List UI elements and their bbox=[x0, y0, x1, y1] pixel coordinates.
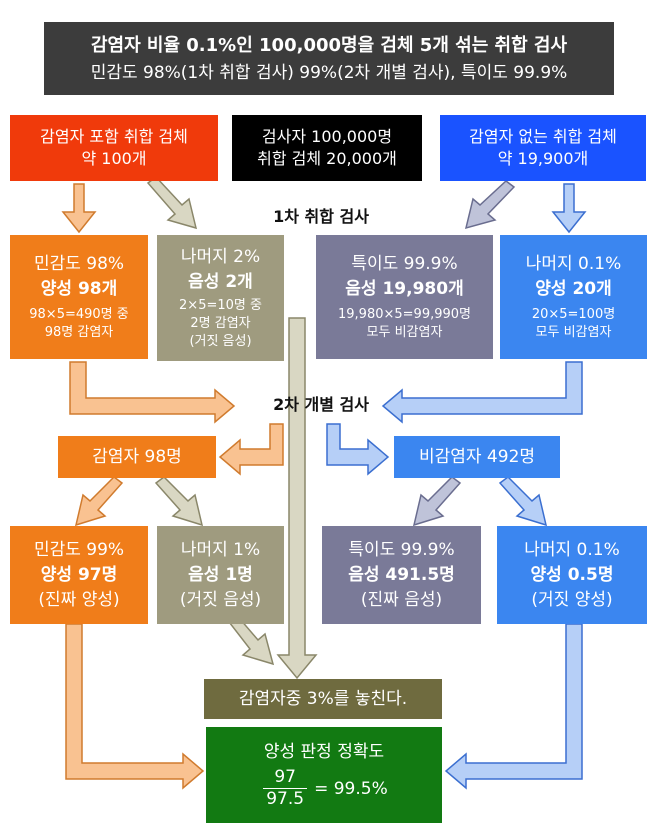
stage1-rest01-box: 나머지 0.1% 양성 20개 20×5=100명 모두 비감염자 bbox=[500, 235, 647, 359]
total-box: 검사자 100,000명 취합 검체 20,000개 bbox=[232, 115, 422, 181]
title-box: 감염자 비율 0.1%인 100,000명을 검체 5개 섞는 취합 검사 민감… bbox=[44, 22, 614, 95]
accuracy-numerator: 97 bbox=[274, 767, 296, 787]
accuracy-denominator: 97.5 bbox=[266, 789, 305, 809]
stage1-rest01-line2: 양성 20개 bbox=[535, 279, 612, 299]
stage1-spec-line3: 19,980×5=99,990명 bbox=[338, 307, 471, 322]
arrow-infected-to-rest1 bbox=[154, 476, 204, 527]
stage1-sens-box: 민감도 98% 양성 98개 98×5=490명 중 98명 감염자 bbox=[10, 235, 148, 359]
stage1-spec-line1: 특이도 99.9% bbox=[351, 254, 458, 274]
total-line1: 검사자 100,000명 bbox=[261, 127, 393, 146]
stage3-spec-line1: 특이도 99.9% bbox=[348, 539, 455, 560]
miss-label: 감염자중 3%를 놓친다. bbox=[238, 688, 408, 709]
stage1-rest2-line1: 나머지 2% bbox=[180, 247, 261, 267]
stage1-rest2-line4: 2명 감염자 bbox=[190, 316, 251, 331]
arrow-infected-to-sens99 bbox=[74, 476, 124, 527]
stage3-sens-line1: 민감도 99% bbox=[33, 539, 125, 560]
stage3-sens-line2: 양성 97명 bbox=[40, 564, 118, 585]
arrow-stage2-to-noninfected bbox=[326, 423, 390, 476]
stage3-rest01-line2: 양성 0.5명 bbox=[530, 564, 614, 585]
arrow-clean-to-rest bbox=[551, 183, 587, 234]
stage3-spec-box: 특이도 99.9% 음성 491.5명 (진짜 음성) bbox=[322, 526, 481, 624]
arrow-rest01-to-stage2 bbox=[381, 361, 583, 424]
stage1-rest01-line1: 나머지 0.1% bbox=[525, 254, 622, 274]
arrow-sens-to-stage2 bbox=[69, 361, 236, 424]
arrow-falseneg-to-miss bbox=[276, 317, 318, 680]
accuracy-label: 양성 판정 정확도 bbox=[263, 742, 385, 762]
miss-box: 감염자중 3%를 놓친다. bbox=[204, 679, 442, 719]
infected-pools-line1: 감염자 포함 취합 검체 bbox=[40, 127, 188, 146]
clean-pools-box: 감염자 없는 취합 검체 약 19,900개 bbox=[440, 115, 646, 181]
arrow-noninfected-to-rest01 bbox=[498, 476, 548, 527]
infected-count-label: 감염자 98명 bbox=[92, 446, 182, 467]
noninfected-count-box: 비감염자 492명 bbox=[394, 436, 560, 478]
title-line1: 감염자 비율 0.1%인 100,000명을 검체 5개 섞는 취합 검사 bbox=[90, 34, 568, 56]
stage1-spec-line2: 음성 19,980개 bbox=[345, 279, 464, 299]
stage1-spec-line4: 모두 비감염자 bbox=[366, 325, 443, 340]
stage1-sens-line1: 민감도 98% bbox=[33, 254, 125, 274]
total-line2: 취합 검체 20,000개 bbox=[257, 149, 397, 168]
stage3-spec-line3: (진짜 음성) bbox=[360, 589, 443, 610]
stage1-rest2-line3: 2×5=10명 중 bbox=[179, 298, 262, 313]
arrow-infected-to-rest bbox=[146, 175, 198, 230]
stage3-rest01-box: 나머지 0.1% 양성 0.5명 (거짓 양성) bbox=[497, 526, 647, 624]
stage3-sens-line3: (진짜 양성) bbox=[38, 589, 120, 610]
stage1-rest01-line4: 모두 비감염자 bbox=[535, 325, 612, 340]
arrow-noninfected-to-spec bbox=[412, 476, 462, 527]
noninfected-count-label: 비감염자 492명 bbox=[418, 446, 536, 467]
stage3-rest1-line1: 나머지 1% bbox=[180, 539, 261, 560]
stage1-spec-box: 특이도 99.9% 음성 19,980개 19,980×5=99,990명 모두… bbox=[316, 235, 493, 359]
stage1-sens-line4: 98명 감염자 bbox=[44, 325, 114, 340]
stage3-rest1-box: 나머지 1% 음성 1명 (거짓 음성) bbox=[157, 526, 284, 624]
stage1-rest2-line5: (거짓 음성) bbox=[189, 334, 252, 349]
stage3-spec-line2: 음성 491.5명 bbox=[348, 564, 455, 585]
accuracy-result: = 99.5% bbox=[314, 778, 388, 799]
stage3-rest01-line3: (거짓 양성) bbox=[531, 589, 613, 610]
fraction-bar bbox=[263, 788, 308, 789]
arrow-infected-to-sens bbox=[61, 183, 97, 234]
infected-pools-line2: 약 100개 bbox=[81, 149, 147, 168]
stage1-rest2-box: 나머지 2% 음성 2개 2×5=10명 중 2명 감염자 (거짓 음성) bbox=[157, 235, 284, 361]
arrow-falsepos-to-accuracy bbox=[444, 623, 583, 790]
stage1-label: 1차 취합 검사 bbox=[273, 207, 369, 226]
arrow-stage2-to-infected bbox=[218, 423, 284, 476]
stage1-sens-line2: 양성 98개 bbox=[40, 279, 118, 299]
title-line2: 민감도 98%(1차 취합 검사) 99%(2차 개별 검사), 특이도 99.… bbox=[90, 62, 568, 83]
accuracy-fraction: 97 97.5 bbox=[260, 767, 310, 810]
stage1-rest2-line2: 음성 2개 bbox=[188, 272, 253, 292]
stage3-sens-box: 민감도 99% 양성 97명 (진짜 양성) bbox=[10, 526, 148, 624]
clean-pools-line2: 약 19,900개 bbox=[497, 149, 589, 168]
stage3-rest01-line1: 나머지 0.1% bbox=[524, 539, 620, 560]
arrow-clean-to-spec bbox=[464, 180, 516, 230]
infected-count-box: 감염자 98명 bbox=[58, 436, 216, 478]
arrow-sens99-to-accuracy bbox=[65, 623, 205, 790]
stage3-rest1-line3: (거짓 음성) bbox=[179, 589, 262, 610]
stage1-sens-line3: 98×5=490명 중 bbox=[29, 307, 129, 322]
accuracy-box: 양성 판정 정확도 97 97.5 = 99.5% bbox=[206, 727, 442, 823]
stage2-label: 2차 개별 검사 bbox=[273, 395, 369, 414]
accuracy-formula: 97 97.5 = 99.5% bbox=[260, 767, 388, 810]
stage1-rest01-line3: 20×5=100명 bbox=[531, 307, 616, 322]
infected-pools-box: 감염자 포함 취합 검체 약 100개 bbox=[10, 115, 218, 181]
stage3-rest1-line2: 음성 1명 bbox=[188, 564, 253, 585]
clean-pools-line1: 감염자 없는 취합 검체 bbox=[469, 127, 617, 146]
